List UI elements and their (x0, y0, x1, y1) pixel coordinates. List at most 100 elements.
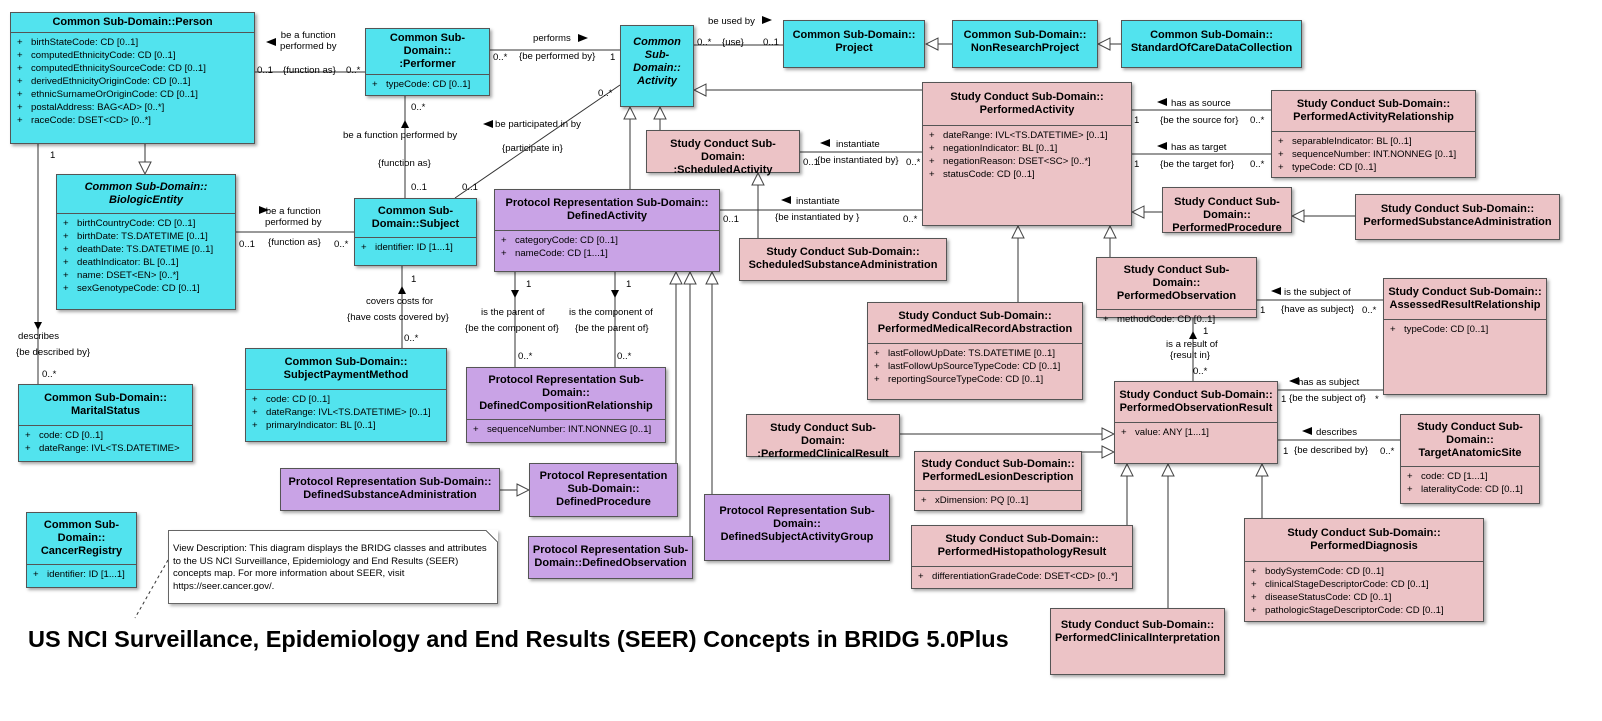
class-medicalrecordabstraction-name: Study Conduct Sub-Domain::PerformedMedic… (877, 310, 1073, 335)
class-performeddiagnosis[interactable]: Study Conduct Sub-Domain::PerformedDiagn… (1244, 518, 1484, 622)
label-have-costs: {have costs covered by} (347, 312, 449, 323)
class-standardofcare-name: Common Sub-Domain::StandardOfCareDataCol… (1130, 29, 1293, 54)
label-instantiate2: instantiate (796, 196, 840, 207)
class-performedclinicalresult-name: Study Conduct Sub-Domain::PerformedClini… (757, 422, 889, 460)
class-definedcomposition-attrs: sequenceNumber: INT.NONNEG [0..1] (467, 419, 665, 438)
class-nonresearch-name: Common Sub-Domain::NonResearchProject (963, 29, 1087, 54)
class-performedprocedure[interactable]: Study Conduct Sub-Domain::PerformedProce… (1162, 187, 1292, 234)
label-is-component: is the component of (569, 307, 653, 318)
class-person-attrs: birthStateCode: CD [0..1]computedEthnici… (11, 32, 254, 129)
class-project[interactable]: Common Sub-Domain::Project (783, 20, 925, 68)
label-be-performed-by: {be performed by} (519, 51, 596, 62)
label-parent-mult1: 1 (526, 279, 532, 290)
class-biologicentity-attribute: deathIndicator: BL [0..1] (63, 256, 231, 269)
class-clinicalinterpretation-name: Study Conduct Sub-Domain::PerformedClini… (1054, 619, 1221, 644)
label-be-source-for: {be the source for} (1160, 115, 1239, 126)
class-performedclinicalresult[interactable]: Study Conduct Sub-Domain::PerformedClini… (746, 414, 900, 460)
class-maritalstatus-attrs: code: CD [0..1]dateRange: IVL<TS.DATETIM… (19, 425, 192, 457)
class-maritalstatus[interactable]: Common Sub-Domain::MaritalStatus code: C… (18, 384, 193, 462)
arrow-instantiate2 (781, 196, 791, 204)
class-biologicentity[interactable]: Common Sub-Domain::BiologicEntity birthC… (56, 174, 236, 310)
class-assessedresultrel-attrs: typeCode: CD [0..1] (1384, 319, 1546, 402)
class-cancerregistry-attribute: identifier: ID [1...1] (33, 568, 132, 581)
class-cancerregistry-attrs: identifier: ID [1...1] (27, 564, 136, 583)
class-performedlesiondescription[interactable]: Study Conduct Sub-Domain::PerformedLesio… (914, 451, 1082, 511)
class-performedactivity[interactable]: Study Conduct Sub-Domain::PerformedActiv… (922, 82, 1132, 226)
class-cancerregistry[interactable]: Common Sub-Domain::CancerRegistry identi… (26, 512, 137, 588)
class-performedclinicalinterpretation[interactable]: Study Conduct Sub-Domain::PerformedClini… (1050, 608, 1225, 675)
class-performedactivity-attribute: dateRange: IVL<TS.DATETIME> [0..1] (929, 129, 1127, 142)
label-person-marital-mult: 1 (50, 150, 56, 161)
arrow-function-performed (401, 120, 409, 128)
class-subject-name: Common Sub-Domain::Subject (371, 205, 460, 230)
class-standardofcare[interactable]: Common Sub-Domain::StandardOfCareDataCol… (1121, 20, 1302, 68)
label-component-mult2: 0..* (617, 351, 632, 362)
class-targetanatomicsite[interactable]: Study Conduct Sub-Domain::TargetAnatomic… (1400, 414, 1540, 504)
label-participate-in: {participate in} (502, 143, 563, 154)
class-subjectpayment-attrs: code: CD [0..1]dateRange: IVL<TS.DATETIM… (246, 389, 446, 434)
class-assessedresultrelationship[interactable]: Study Conduct Sub-Domain::AssessedResult… (1383, 278, 1547, 395)
class-definedsubjectactivitygroup-name: Protocol Representation Sub-Domain::Defi… (719, 505, 875, 543)
class-definedobservation[interactable]: Protocol Representation Sub-Domain::Defi… (528, 536, 693, 579)
class-definedactivity-name: Protocol Representation Sub-Domain::Defi… (505, 197, 709, 222)
label-performer-activity-mult: 0..* (493, 52, 508, 63)
class-nonresearchproject[interactable]: Common Sub-Domain::NonResearchProject (952, 20, 1098, 68)
class-performedactivity-attribute: statusCode: CD [0..1] (929, 168, 1127, 181)
label-desc-mult1: 1 (1283, 446, 1289, 457)
class-performedactivityrelationship[interactable]: Study Conduct Sub-Domain::PerformedActiv… (1271, 90, 1476, 178)
label-activity-subject-mult: 0..* (598, 88, 613, 99)
class-subjectpaymentmethod[interactable]: Common Sub-Domain::SubjectPaymentMethod … (245, 348, 447, 442)
label-be-component: {be the component of} (465, 323, 559, 334)
class-performedhistopathologyresult[interactable]: Study Conduct Sub-Domain::PerformedHisto… (911, 525, 1133, 589)
class-definedactivity[interactable]: Protocol Representation Sub-Domain::Defi… (494, 189, 720, 272)
class-performedactivity-attrs: dateRange: IVL<TS.DATETIME> [0..1]negati… (923, 125, 1131, 183)
label-perf-mult2: 0..* (903, 214, 918, 225)
label-performer-subject-mult: 0..* (411, 102, 426, 113)
label-is-parent: is the parent of (481, 307, 545, 318)
class-scheduledsubstance-name: Study Conduct Sub-Domain::ScheduledSubst… (748, 246, 938, 271)
class-person[interactable]: Common Sub-Domain::Person birthStateCode… (10, 12, 255, 144)
assoc-subject-activity (454, 84, 621, 199)
note-link (134, 559, 169, 619)
class-performer[interactable]: Common Sub-Domain:::Performer typeCode: … (365, 28, 490, 96)
class-performedobservation[interactable]: Study Conduct Sub-Domain::PerformedObser… (1096, 257, 1257, 325)
label-component-mult1: 1 (626, 279, 632, 290)
class-biologicentity-attrs: birthCountryCode: CD [0..1]birthDate: TS… (57, 213, 235, 297)
class-diagnosis-attribute: bodySystemCode: CD [0..1] (1251, 565, 1479, 578)
class-diagnosis-attribute: diseaseStatusCode: CD [0..1] (1251, 591, 1479, 604)
class-performedsubstance-name: Study Conduct Sub-Domain::PerformedSubst… (1363, 203, 1552, 228)
arrow-instantiate1 (820, 139, 830, 147)
class-definedactivity-attribute: nameCode: CD [1...1] (501, 247, 715, 260)
label-subject-payment-mult2: 0..* (404, 333, 419, 344)
class-observationresult-name: Study Conduct Sub-Domain::PerformedObser… (1119, 389, 1273, 414)
label-subj-mult1: 1 (1260, 305, 1266, 316)
label-bio-function-as: {function as} (268, 237, 321, 248)
class-performedsubstanceadministration[interactable]: Study Conduct Sub-Domain::PerformedSubst… (1355, 194, 1560, 240)
class-assessedresultrel-name: Study Conduct Sub-Domain::AssessedResult… (1388, 286, 1542, 311)
class-performedprocedure-name: Study Conduct Sub-Domain::PerformedProce… (1172, 196, 1282, 234)
class-definedsubstanceadministration[interactable]: Protocol Representation Sub-Domain::Defi… (280, 468, 500, 511)
class-targetanatomicsite-attribute: code: CD [1...1] (1407, 470, 1535, 483)
class-targetanatomicsite-name: Study Conduct Sub-Domain::TargetAnatomic… (1417, 421, 1523, 459)
class-definedsubjectactivitygroup[interactable]: Protocol Representation Sub-Domain::Defi… (704, 494, 890, 561)
class-biologicentity-name: Common Sub-Domain::BiologicEntity (84, 181, 208, 206)
label-subj-mult2: 0..* (1362, 305, 1377, 316)
class-scheduledsubstanceadministration[interactable]: Study Conduct Sub-Domain::ScheduledSubst… (739, 238, 947, 281)
class-subject-attribute: identifier: ID [1...1] (361, 241, 472, 254)
label-performer-subject-role2: {function as} (378, 158, 431, 169)
label-marital-mult: 0..* (42, 369, 57, 380)
class-definedactivity-attrs: categoryCode: CD [0..1]nameCode: CD [1..… (495, 230, 719, 262)
class-parelationship-attribute: sequenceNumber: INT.NONNEG [0..1] (1278, 148, 1471, 161)
class-performedmedicalrecordabstraction[interactable]: Study Conduct Sub-Domain::PerformedMedic… (867, 302, 1083, 400)
label-sched-mult: 0..1 (803, 157, 820, 168)
arrow-parent (511, 290, 519, 298)
label-activity-performer-mult: 1 (610, 52, 616, 63)
class-definedcompositionrelationship[interactable]: Protocol Representation Sub-Domain::Defi… (466, 367, 666, 443)
class-performedobservationresult[interactable]: Study Conduct Sub-Domain::PerformedObser… (1114, 381, 1278, 464)
class-subject[interactable]: Common Sub-Domain::Subject identifier: I… (354, 198, 477, 266)
class-maritalstatus-name: Common Sub-Domain::MaritalStatus (44, 392, 167, 417)
class-scheduledactivity[interactable]: Study Conduct Sub-Domain::ScheduledActiv… (646, 130, 800, 176)
label-describes2: describes (1316, 427, 1358, 438)
